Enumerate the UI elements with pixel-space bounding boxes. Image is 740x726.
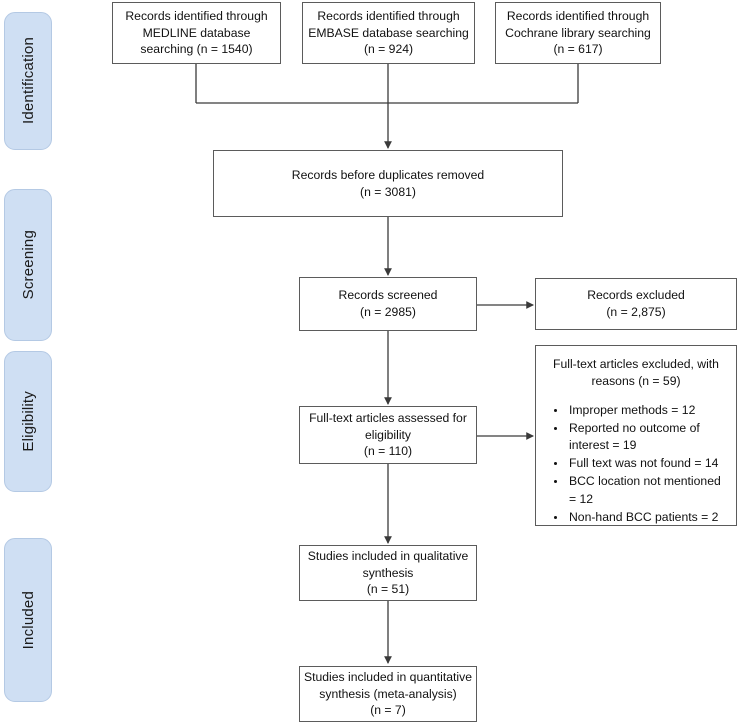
before-duplicates-line-2: (n = 3081) <box>360 184 416 199</box>
box-fulltext-assessed: Full-text articles assessed for eligibil… <box>299 406 477 464</box>
before-duplicates-line-1: Records before duplicates removed <box>291 167 485 182</box>
fulltext-assessed-line-1: Full-text articles assessed for <box>309 410 467 425</box>
box-records-before-duplicates: Records before duplicates removed (n = 3… <box>213 150 563 217</box>
stage-label-screening: Screening <box>19 230 37 300</box>
records-screened-line-2: (n = 2985) <box>360 305 416 319</box>
fulltext-excluded-heading-line-2: reasons (n = 59) <box>591 374 681 389</box>
stage-pill-screening: Screening <box>4 189 52 341</box>
box-embase-records: Records identified through EMBASE databa… <box>302 2 475 64</box>
qualitative-line-1: Studies included in qualitative <box>307 548 469 563</box>
fulltext-excluded-heading-line-1: Full-text articles excluded, with <box>553 357 719 371</box>
fulltext-assessed-line-3: (n = 110) <box>363 444 413 459</box>
embase-line-3: (n = 924) <box>363 42 414 57</box>
qualitative-line-3: (n = 51) <box>366 582 410 597</box>
box-medline-records: Records identified through MEDLINE datab… <box>112 2 281 64</box>
stage-pill-eligibility: Eligibility <box>4 351 52 492</box>
medline-line-3: searching (n = 1540) <box>140 42 253 57</box>
records-excluded-line-1: Records excluded <box>587 288 685 303</box>
box-quantitative-synthesis: Studies included in quantitative synthes… <box>299 666 477 722</box>
cochrane-line-2: Cochrane library searching <box>505 25 651 40</box>
medline-line-2: MEDLINE database <box>142 25 251 40</box>
stage-label-included: Included <box>19 590 37 650</box>
exclusion-reasons-list: Improper methods = 12 Reported no outcom… <box>545 402 727 527</box>
list-item: Full text was not found = 14 <box>567 455 727 472</box>
qualitative-line-2: synthesis <box>362 565 414 580</box>
quantitative-line-2: synthesis (meta-analysis) <box>319 686 457 701</box>
cochrane-line-1: Records identified through <box>506 8 650 23</box>
list-item: Non-hand BCC patients = 2 <box>567 509 727 526</box>
box-qualitative-synthesis: Studies included in qualitative synthesi… <box>299 545 477 601</box>
box-records-excluded: Records excluded (n = 2,875) <box>535 278 737 330</box>
quantitative-line-1: Studies included in quantitative <box>303 669 473 684</box>
stage-pill-included: Included <box>4 538 52 702</box>
box-cochrane-records: Records identified through Cochrane libr… <box>495 2 661 64</box>
quantitative-line-3: (n = 7) <box>370 703 406 718</box>
box-records-screened: Records screened (n = 2985) <box>299 277 477 331</box>
records-excluded-line-2: (n = 2,875) <box>606 305 666 319</box>
records-screened-line-1: Records screened <box>338 288 438 303</box>
medline-line-1: Records identified through <box>125 8 268 23</box>
stage-label-eligibility: Eligibility <box>19 391 37 452</box>
stage-pill-identification: Identification <box>4 12 52 150</box>
list-item: BCC location not mentioned = 12 <box>567 473 727 507</box>
fulltext-assessed-line-2: eligibility <box>364 427 412 442</box>
list-item: Reported no outcome of interest = 19 <box>567 420 727 454</box>
embase-line-1: Records identified through <box>317 8 460 23</box>
embase-line-2: EMBASE database searching <box>308 25 469 40</box>
list-item: Improper methods = 12 <box>567 402 727 419</box>
box-fulltext-excluded-reasons: Full-text articles excluded, with reason… <box>535 345 737 526</box>
cochrane-line-3: (n = 617) <box>553 42 603 57</box>
fulltext-excluded-heading: Full-text articles excluded, with reason… <box>551 356 721 390</box>
stage-label-identification: Identification <box>19 37 37 125</box>
